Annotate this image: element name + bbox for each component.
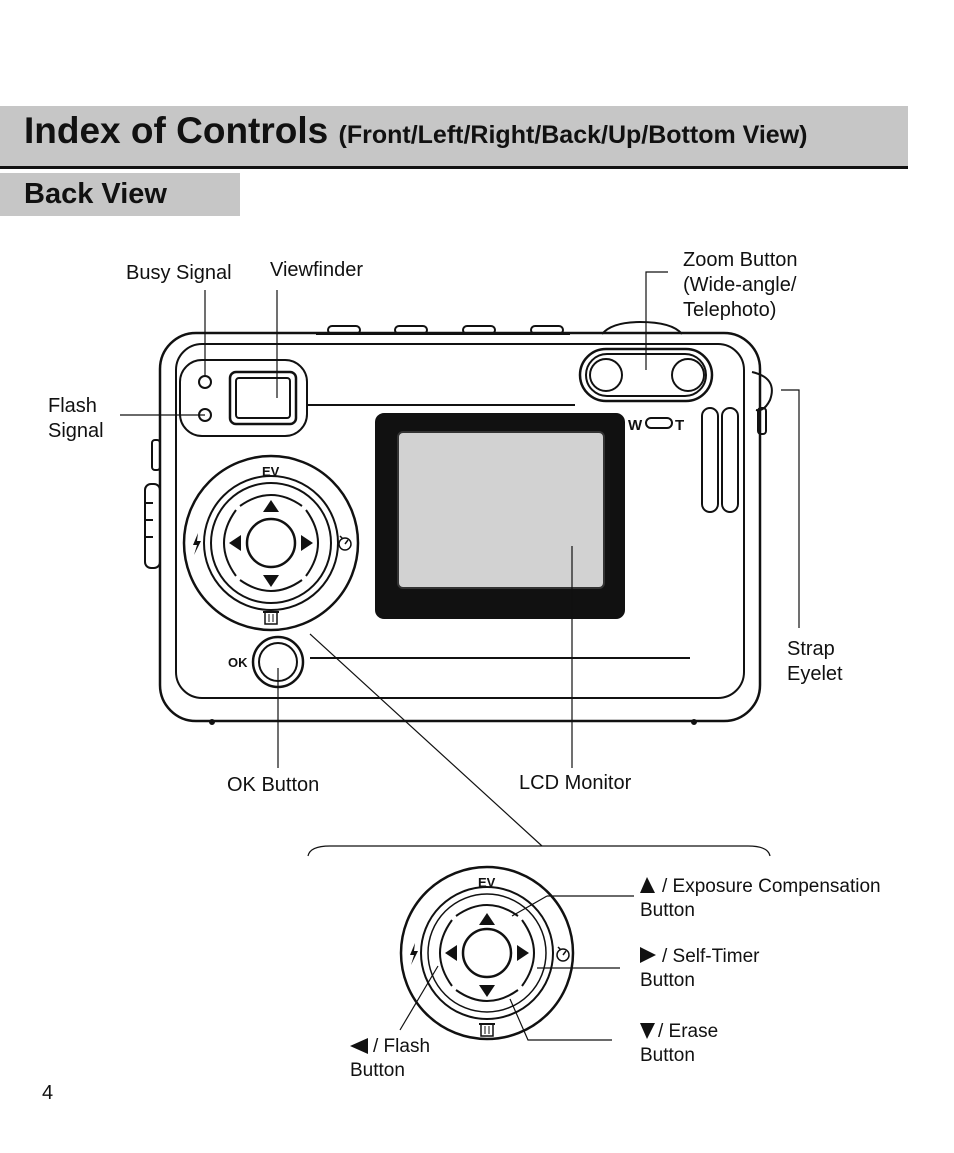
right-arrow-icon: [301, 535, 313, 551]
detail-ev-marking: EV: [478, 875, 496, 890]
page-title: Index of Controls (Front/Left/Right/Back…: [24, 110, 808, 152]
detail-pointer-line: [309, 633, 543, 847]
strap-eyelet-label: Strap Eyelet: [787, 638, 843, 685]
self-timer-icon: [338, 537, 352, 551]
detail-self-timer-icon: [556, 948, 570, 962]
busy-signal-label: Busy Signal: [126, 262, 232, 284]
trash-icon: [263, 611, 279, 625]
viewfinder-housing: [179, 359, 308, 437]
right-triangle-icon: [640, 947, 656, 963]
down-triangle-icon: [640, 1023, 655, 1039]
detail-right-arrow-icon: [517, 945, 529, 961]
up-arrow-icon: [263, 500, 279, 512]
erase-leader: [509, 998, 612, 1041]
camera-inner-body: [175, 343, 745, 699]
detail-down-arrow-icon: [479, 985, 495, 997]
strap-eyelet: [751, 371, 773, 412]
ev-marking: EV: [262, 464, 280, 479]
detail-flash-icon: [410, 943, 418, 965]
zoom-w-marking: W: [628, 417, 643, 434]
page-number: 4: [42, 1082, 54, 1104]
detail-dial: [399, 865, 575, 1041]
left-arrow-icon: [229, 535, 241, 551]
strap-leader: [781, 389, 800, 628]
detail-bracket: [307, 845, 771, 857]
flash-signal-label: Flash Signal: [48, 395, 104, 442]
exposure-leader-a: [511, 895, 548, 917]
down-arrow-icon: [263, 575, 279, 587]
title-subtitle: (Front/Left/Right/Back/Up/Bottom View): [338, 121, 808, 149]
zoom-tele-button: [671, 358, 705, 392]
flash-icon: [193, 533, 201, 555]
ok-marking: OK: [228, 655, 248, 670]
section-band: [0, 173, 240, 216]
viewfinder: [228, 370, 298, 426]
zoom-leader: [645, 271, 668, 370]
detail-trash-icon: [479, 1023, 495, 1037]
detail-left-arrow-icon: [445, 945, 457, 961]
title-band: [0, 106, 908, 169]
flash-leader: [399, 965, 439, 1031]
nav-dial: [182, 454, 360, 632]
left-triangle-icon: [350, 1038, 368, 1054]
up-triangle-icon: [640, 877, 655, 893]
lcd-monitor: [397, 431, 605, 589]
viewfinder-label: Viewfinder: [270, 259, 364, 281]
ok-button-label: OK Button: [227, 774, 320, 796]
zoom-button-label: Zoom Button (Wide-angle/ Telephoto): [683, 249, 798, 321]
title-text: Index of Controls: [24, 110, 329, 151]
section-title: Back View: [24, 178, 167, 210]
shutter-button: [601, 320, 683, 335]
zoom-wide-button: [589, 358, 623, 392]
lcd-monitor-label: LCD Monitor: [519, 772, 632, 794]
zoom-t-marking: T: [675, 417, 684, 434]
detail-up-arrow-icon: [479, 913, 495, 925]
busy-signal-led: [198, 375, 212, 389]
